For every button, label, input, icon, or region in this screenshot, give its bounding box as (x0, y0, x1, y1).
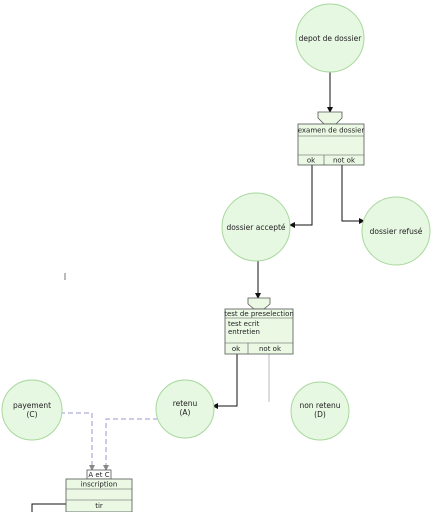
process-title: examen de dossier (298, 127, 365, 135)
process-inscription[interactable]: A et C inscription tir (65, 469, 133, 512)
state-depot[interactable]: depot de dossier (295, 3, 365, 73)
state-circle (295, 3, 365, 73)
connectors (31, 72, 365, 512)
outcome-not-ok: not ok (259, 345, 282, 353)
state-accepte[interactable]: dossier accepté (221, 192, 291, 262)
process-title: test de preselection (224, 310, 294, 318)
state-label-line1: retenu (173, 399, 198, 408)
state-label-line1: payement (13, 401, 51, 410)
arrow-ok-to-retenu (212, 354, 238, 409)
process-step: entretien (228, 328, 260, 336)
state-circle (361, 196, 431, 266)
state-circle (155, 379, 215, 439)
state-label: depot de dossier (299, 34, 363, 43)
state-label-line2: (A) (180, 408, 191, 417)
state-refuse[interactable]: dossier refusé (361, 196, 431, 266)
process-tab-label: A et C (88, 471, 109, 479)
arrow-notok-to-refuse (341, 165, 365, 224)
process-tab (247, 297, 271, 310)
state-label-line1: non retenu (299, 401, 340, 410)
outcome-ok: ok (307, 157, 316, 165)
process-box (297, 123, 365, 166)
process-box (224, 308, 294, 355)
state-circle (1, 379, 63, 441)
state-retenu[interactable]: retenu (A) (155, 379, 215, 439)
state-label-line2: (C) (26, 410, 37, 419)
outcome-not-ok: not ok (333, 157, 356, 165)
outcome-ok: ok (232, 345, 241, 353)
dashed-retenu-to-inscription (103, 418, 158, 471)
process-title: inscription (81, 481, 118, 489)
state-payment[interactable]: payement (C) (1, 379, 63, 441)
line-inscription-out (31, 503, 66, 512)
process-tab (317, 111, 343, 125)
state-non-retenu[interactable]: non retenu (D) (290, 381, 350, 441)
state-circle (290, 381, 350, 441)
process-preselection[interactable]: test de preselection test ecrit entretie… (224, 297, 294, 355)
process-bottom-label: tir (95, 502, 103, 510)
state-circle (221, 192, 291, 262)
process-box (65, 478, 133, 512)
dashed-payment-to-inscription (60, 412, 95, 471)
state-label-line2: (D) (314, 410, 326, 419)
state-label: dossier accepté (226, 223, 285, 232)
arrow-ok-to-accepte (289, 165, 313, 228)
process-examen[interactable]: examen de dossier ok not ok (297, 111, 365, 166)
process-step: test ecrit (228, 320, 260, 328)
state-label: dossier refusé (370, 227, 423, 236)
